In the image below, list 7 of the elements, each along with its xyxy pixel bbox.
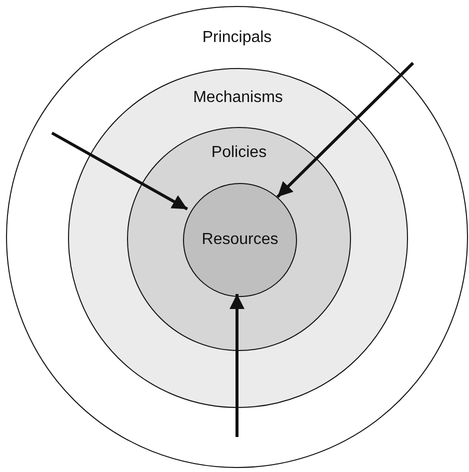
region-label: Principals [202, 29, 272, 47]
region-label: Policies [211, 144, 267, 162]
region-label: Mechanisms [193, 89, 283, 107]
arrow [51, 132, 188, 210]
arrow [276, 62, 414, 198]
region-label: Resources [202, 231, 278, 249]
arrow [230, 294, 244, 437]
